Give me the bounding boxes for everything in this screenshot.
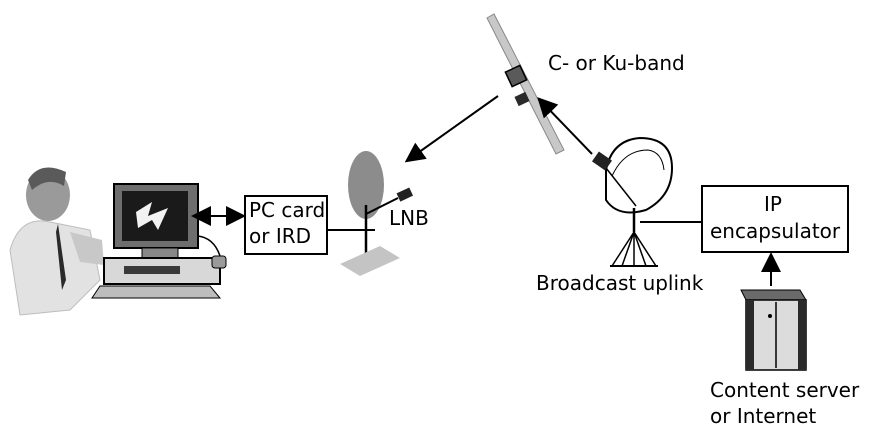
uplink-arrow [537, 97, 593, 155]
user-at-computer-icon [9, 167, 227, 316]
content-server-label-line1: Content server [710, 378, 860, 402]
satellite-icon [486, 13, 565, 155]
uplink-dish-icon [592, 136, 674, 267]
ip-encapsulator-label-line2: encapsulator [710, 219, 841, 243]
lnb-label: LNB [389, 206, 429, 230]
ip-encapsulator-box [701, 185, 849, 253]
pc-card-label-line1: PC card [249, 198, 326, 222]
downlink-arrow [404, 95, 499, 163]
server-cabinet-icon [740, 289, 807, 371]
pc-card-box [244, 195, 328, 255]
receive-dish-icon [340, 151, 414, 276]
satellite-band-label: C- or Ku-band [548, 51, 685, 75]
content-server-label-line2: or Internet [710, 404, 817, 428]
broadcast-uplink-label: Broadcast uplink [536, 271, 704, 295]
ip-encapsulator-label-line1: IP [764, 192, 782, 216]
pc-card-label-line2: or IRD [249, 224, 312, 248]
